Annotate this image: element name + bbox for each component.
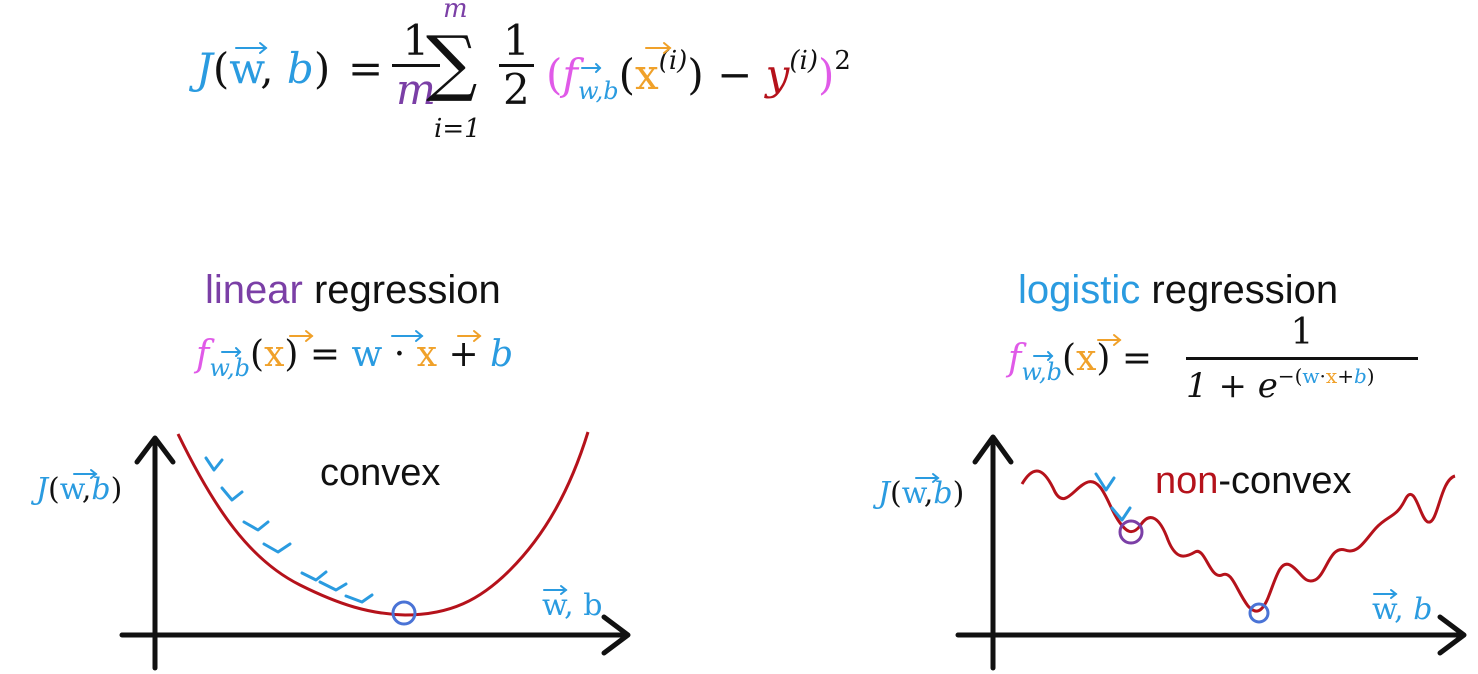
- one-plus-e: 1 + e: [1186, 366, 1278, 406]
- arrow-icon: [300, 570, 328, 582]
- arrow-icon: [344, 593, 374, 604]
- right-x-arrow-icon: [1437, 614, 1467, 656]
- plus-sign: +: [448, 334, 479, 375]
- frac-num: 1: [402, 16, 430, 65]
- axis-J: J: [878, 476, 891, 511]
- left-x-arrow-icon: [601, 614, 631, 656]
- model-f: f: [196, 334, 210, 375]
- axis-w: w: [901, 476, 924, 511]
- vector-x: x: [1076, 338, 1097, 379]
- minus-sign: −: [717, 50, 753, 99]
- right-x-axis-label: w, b: [1372, 592, 1433, 627]
- model-subscript: w,b: [1021, 358, 1063, 386]
- arrow-icon: [204, 456, 224, 472]
- vector-w: w: [229, 44, 261, 93]
- arrow-icon: [262, 542, 292, 554]
- left-y-arrow-icon: [134, 435, 176, 465]
- sum-symbol: ∑: [426, 20, 478, 104]
- arrow-icon: [318, 580, 348, 592]
- superscript-i: (i): [789, 46, 818, 76]
- right-axes: [955, 434, 1467, 671]
- axis-J: J: [36, 472, 49, 507]
- title-logistic: logistic: [1018, 268, 1141, 312]
- comma: ,: [260, 44, 274, 93]
- axis-w: w: [59, 472, 82, 507]
- paren: (: [212, 44, 230, 93]
- non-convex-label: non-convex: [1155, 460, 1351, 503]
- model-subscript: w,b: [209, 354, 251, 382]
- axis-b: b: [583, 588, 603, 623]
- global-minimum-circle: [1248, 602, 1270, 624]
- convex-curve: [176, 431, 590, 617]
- right-panel-title: logistic regression: [1018, 268, 1338, 313]
- square-exponent: 2: [834, 46, 851, 76]
- vector-w: w: [351, 334, 383, 375]
- global-minimum-circle: [391, 600, 417, 626]
- left-x-axis-label: w, b: [542, 588, 603, 623]
- fraction-1-over-2: 1 2: [499, 20, 534, 111]
- local-minimum-circle: [1118, 519, 1144, 545]
- frac-den: 2: [499, 64, 534, 111]
- exp-b: b: [1353, 364, 1367, 388]
- fraction-1-over-m: 1 m: [392, 20, 440, 111]
- sum-lower-limit: i=1: [434, 114, 481, 144]
- title-regression: regression: [313, 268, 501, 312]
- bias-b: b: [286, 44, 314, 93]
- exp-w: w: [1302, 364, 1320, 388]
- linear-model-equation: fw,b(x) = w · x + b: [196, 334, 514, 382]
- cost-J: J: [196, 44, 213, 93]
- cost-function-equation: J(w, b) = 1 m m ∑ i=1 1 2 (fw,b(x(i)) − …: [196, 0, 916, 150]
- label-convex: -convex: [1218, 460, 1352, 502]
- vector-x: x: [635, 50, 659, 99]
- paren: ): [313, 44, 331, 93]
- left-y-axis-label: J(w,b): [36, 472, 123, 507]
- left-axes: [119, 435, 631, 671]
- left-panel-title: linear regression: [205, 268, 501, 313]
- vector-x: x: [416, 334, 437, 375]
- axis-w: w: [542, 588, 565, 623]
- model-subscript: w,b: [577, 77, 619, 105]
- convex-label: convex: [320, 452, 441, 494]
- sigmoid-fraction: 1 1 + e−(w·x+b): [1186, 312, 1418, 406]
- bias-b: b: [490, 334, 514, 375]
- axis-b: b: [1413, 592, 1433, 627]
- sigmoid-denominator: 1 + e−(w·x+b): [1186, 360, 1418, 406]
- title-regression: regression: [1151, 268, 1339, 312]
- title-linear: linear: [205, 268, 303, 312]
- sigmoid-numerator: 1: [1186, 312, 1418, 360]
- model-f: f: [1008, 338, 1022, 379]
- target-y: y: [765, 50, 790, 99]
- exp-x: x: [1325, 364, 1338, 388]
- arrow-icon: [1094, 472, 1116, 492]
- equals-sign: =: [309, 334, 341, 375]
- label-non: non: [1155, 460, 1219, 502]
- logistic-model-lhs: fw,b(x) =: [1008, 338, 1153, 386]
- equals-sign: =: [1121, 338, 1153, 379]
- arrow-icon: [220, 486, 244, 502]
- axis-b: b: [91, 472, 111, 507]
- model-f: f: [562, 50, 578, 99]
- exp-dot: ·: [1319, 364, 1326, 388]
- exp-plus: +: [1337, 364, 1354, 388]
- right-y-axis-label: J(w,b): [878, 476, 965, 511]
- arrow-icon: [1110, 506, 1132, 522]
- exp-close: ): [1366, 364, 1375, 388]
- frac-den: m: [392, 64, 440, 111]
- axis-b: b: [933, 476, 953, 511]
- dot-operator: ·: [393, 334, 406, 375]
- axis-w: w: [1372, 592, 1395, 627]
- vector-x: x: [264, 334, 285, 375]
- exp-minus: −(: [1277, 364, 1303, 388]
- arrow-icon: [242, 520, 270, 532]
- gradient-descent-arrows: [204, 456, 374, 604]
- frac-num: 1: [503, 16, 530, 65]
- right-y-arrow-icon: [972, 434, 1014, 465]
- equals-sign: =: [348, 44, 384, 93]
- sum-upper-limit: m: [443, 0, 468, 24]
